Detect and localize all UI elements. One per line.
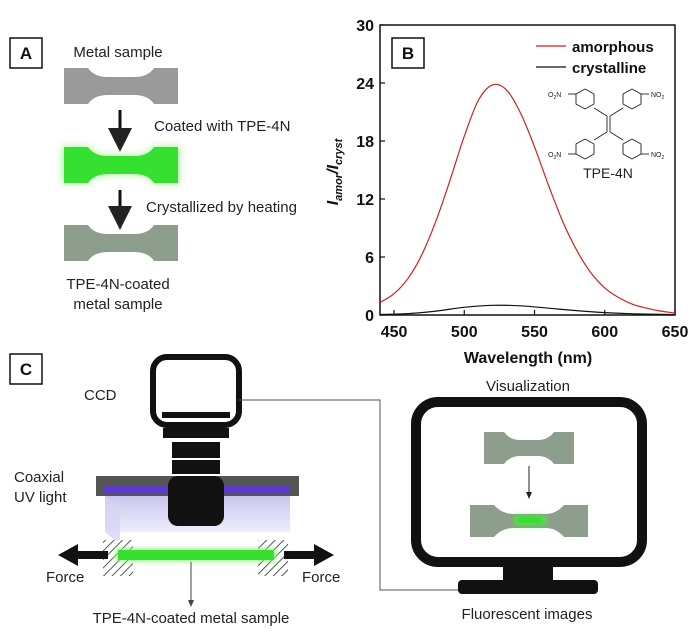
fluorescent-label: Fluorescent images (462, 606, 593, 623)
ring-bottom-right (622, 138, 642, 160)
force-left-label: Force (46, 569, 84, 586)
coaxial-label-line2: UV light (14, 489, 67, 506)
camera-monitor-cable (239, 399, 460, 591)
y-tick-label: 12 (356, 192, 374, 209)
panel-c-letter-box (9, 353, 43, 385)
crystallized-sample-specimen (64, 225, 178, 261)
y-tick-label: 0 (365, 308, 374, 325)
monitor-stand-base (458, 580, 598, 594)
legend-amorphous-label: amorphous (572, 39, 654, 56)
ccd-lens-mid (172, 460, 220, 474)
screen-specimen-band (518, 517, 542, 523)
y-tick-label: 6 (365, 250, 374, 267)
ccd-lens-upper (172, 442, 220, 458)
panel-c: C CCD Coaxial UV light Force Force T (9, 353, 647, 627)
monitor-stand-neck (503, 564, 553, 580)
screen-specimen-before (484, 432, 574, 464)
no2-top-left: O2N (548, 92, 561, 101)
y-label-sub-amor: amor (333, 173, 345, 201)
result-label-line1: TPE-4N-coated (66, 276, 169, 293)
tpe-4n-structure (568, 88, 649, 160)
panel-b-letter: B (402, 44, 414, 63)
loaded-sample (118, 550, 274, 560)
x-axis-ticks: 450 500 550 600 650 (381, 310, 689, 341)
no2-top-right: NO2 (651, 92, 665, 101)
panel-b: 450 500 550 600 650 0 6 12 18 24 30 Wavelength (n… (325, 18, 688, 367)
metal-sample-label: Metal sample (73, 44, 162, 61)
ring-top-right (622, 88, 642, 110)
no2-bottom-left: O2N (548, 152, 561, 161)
uv-beam-left-edge (105, 496, 120, 545)
sample-pointer-head (188, 600, 194, 607)
panel-a-letter: A (20, 44, 32, 63)
panel-c-letter: C (20, 360, 32, 379)
ccd-objective-tip (168, 476, 224, 526)
ccd-camera-mount (163, 428, 229, 438)
x-tick-label: 600 (591, 324, 618, 341)
coated-label: Coated with TPE-4N (154, 118, 290, 135)
y-tick-label: 30 (356, 18, 374, 35)
force-arrow-left (58, 544, 108, 566)
panel-a-letter-box (9, 37, 43, 69)
x-tick-label: 650 (662, 324, 689, 341)
series-line-crystalline (379, 304, 676, 316)
y-tick-label: 24 (356, 76, 374, 93)
force-right-label: Force (302, 569, 340, 586)
molecule-label: TPE-4N (583, 165, 633, 181)
legend-crystalline-label: crystalline (572, 60, 646, 77)
ccd-label: CCD (84, 387, 117, 404)
sample-label: TPE-4N-coated metal sample (93, 610, 290, 627)
x-tick-label: 550 (521, 324, 548, 341)
visualization-label: Visualization (486, 378, 570, 395)
ring-bottom-left (575, 138, 595, 160)
plot-frame (379, 24, 676, 316)
force-arrow-right (284, 544, 334, 566)
y-axis-label: Iamor/Icryst (325, 137, 345, 205)
x-tick-label: 450 (381, 324, 408, 341)
panel-b-letter-box (391, 37, 425, 69)
ring-top-left (575, 88, 595, 110)
screen-arrow-head (526, 492, 532, 499)
result-label-line2: metal sample (73, 296, 162, 313)
y-label-i: I (325, 200, 342, 205)
panel-a: A Metal sample Coated with TPE-4N Crysta… (9, 37, 297, 313)
x-axis-label: Wavelength (nm) (464, 350, 592, 367)
ccd-camera-body (150, 354, 242, 428)
y-label-slash: /I (325, 164, 342, 174)
no2-bottom-right: NO2 (651, 152, 665, 161)
metal-sample-specimen (64, 68, 178, 104)
y-tick-label: 18 (356, 134, 374, 151)
x-tick-label: 500 (451, 324, 478, 341)
series-layer (379, 83, 676, 316)
y-label-sub-cryst: cryst (333, 137, 345, 165)
coated-sample-specimen (64, 147, 178, 183)
series-line-amorphous (379, 83, 676, 314)
emission-chart: 450 500 550 600 650 0 6 12 18 24 30 Wavelength (n… (325, 18, 688, 367)
ccd-camera-slot (162, 412, 230, 418)
crystallized-label: Crystallized by heating (146, 199, 297, 216)
coaxial-label-line1: Coaxial (14, 469, 64, 486)
legend: amorphous crystalline (536, 39, 654, 77)
